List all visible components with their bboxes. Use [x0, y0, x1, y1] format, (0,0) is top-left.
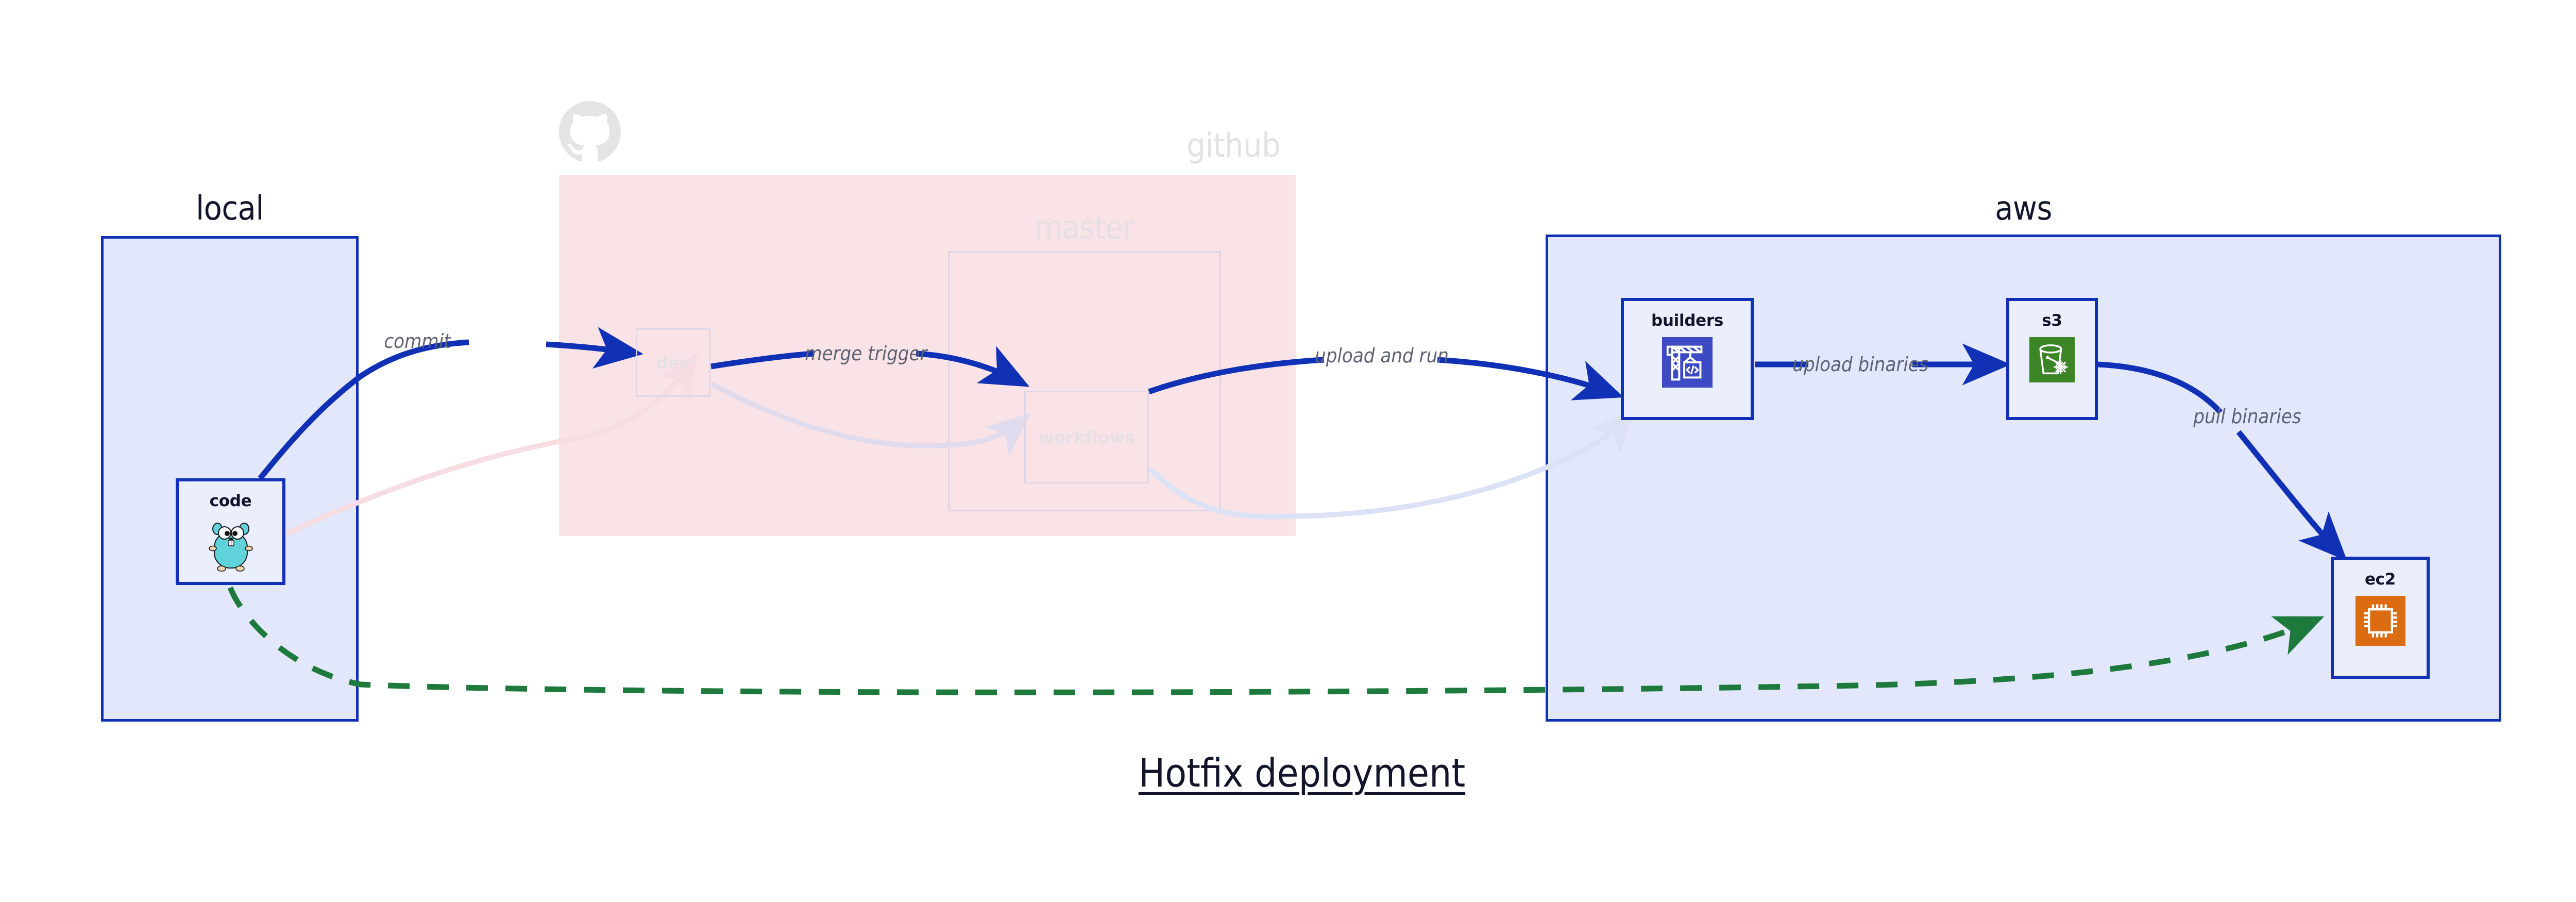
edge-label-merge-trigger: merge trigger — [805, 342, 927, 365]
node-s3-label: s3 — [2042, 311, 2062, 330]
group-label-github: github — [1187, 127, 1280, 165]
node-ec2[interactable]: ec2 — [2331, 557, 2430, 679]
edge-label-upload-binaries: upload binaries — [1792, 353, 1928, 376]
aws-ec2-cpu-chip-icon — [2355, 596, 2405, 648]
group-label-master: master — [1035, 209, 1134, 246]
edge-label-commit: commit — [384, 330, 451, 353]
node-dev-label: dev — [656, 353, 690, 373]
aws-codebuild-crane-icon — [1662, 337, 1713, 390]
node-code-label: code — [209, 492, 252, 510]
node-builders[interactable]: builders — [1621, 298, 1754, 420]
group-label-aws: aws — [1995, 190, 2052, 228]
edge-label-pull-binaries: pull binaries — [2193, 405, 2301, 428]
node-workflows-label: workflows — [1038, 427, 1135, 447]
github-octocat-icon — [559, 101, 621, 163]
node-code[interactable]: code — [176, 478, 285, 585]
node-builders-label: builders — [1651, 311, 1724, 330]
group-label-local: local — [196, 190, 264, 228]
aws-s3-glacier-bucket-icon — [2029, 337, 2075, 385]
diagram-title: Hotfix deployment — [1138, 750, 1466, 796]
edge-label-upload-and-run: upload and run — [1315, 344, 1449, 367]
node-dev[interactable]: dev — [636, 328, 710, 397]
node-workflows[interactable]: workflows — [1024, 391, 1149, 483]
node-ec2-label: ec2 — [2364, 570, 2396, 589]
go-gopher-icon — [207, 517, 255, 576]
node-s3[interactable]: s3 — [2006, 298, 2098, 420]
